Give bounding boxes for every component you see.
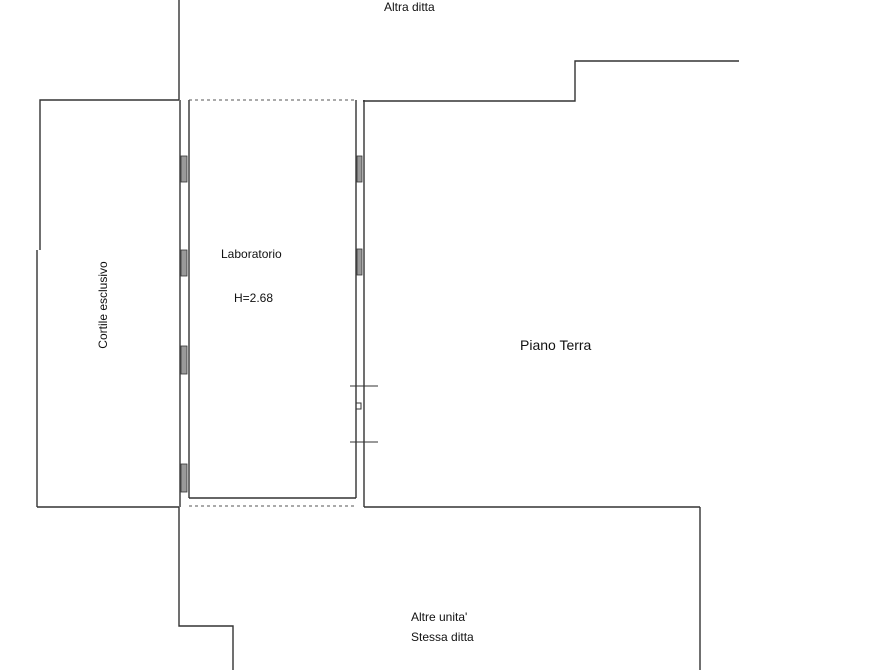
window-left-1 (180, 155, 188, 183)
window-left-4 (180, 463, 188, 493)
boundary-top-right (363, 60, 739, 102)
window-left-3 (180, 345, 188, 375)
bottom-unit-label-1: Altre unita' (411, 610, 468, 624)
door-jamb (355, 402, 362, 410)
window-right-1 (356, 155, 363, 183)
bottom-unit-label-2: Stessa ditta (411, 630, 474, 644)
room-height-label: H=2.68 (234, 291, 274, 305)
window-left-2 (180, 249, 188, 277)
courtyard-label: Cortile esclusivo (96, 261, 110, 349)
window-right-2 (356, 248, 363, 276)
lower-unit-left-wall (178, 507, 234, 670)
ground-floor-label: Piano Terra (520, 337, 592, 353)
room-name-label: Laboratorio (221, 247, 282, 261)
courtyard-outline (39, 99, 179, 250)
top-neighbor-label: Altra ditta (384, 0, 435, 14)
